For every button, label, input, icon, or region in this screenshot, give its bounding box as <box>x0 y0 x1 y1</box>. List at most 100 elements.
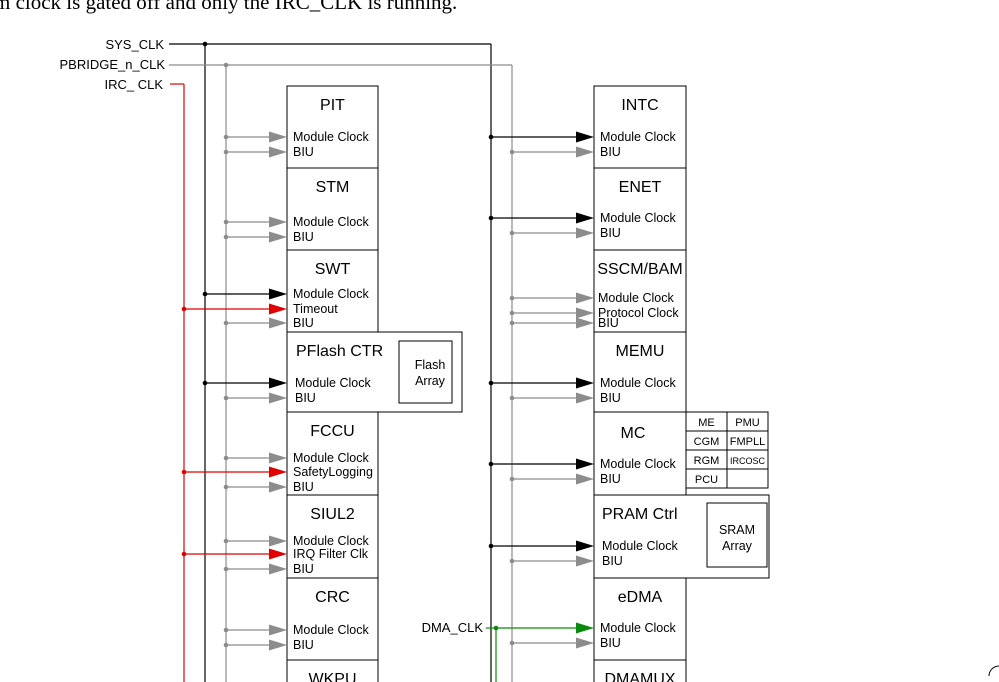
arrow-head <box>269 303 287 315</box>
sys-clk-label: SYS_CLK <box>105 37 164 52</box>
mc-grid-label: PMU <box>735 417 760 429</box>
arrow-head <box>576 555 594 567</box>
arrow-head <box>576 307 594 319</box>
module-title: MEMU <box>616 343 665 360</box>
module-fccu <box>286 411 379 496</box>
junction-dot <box>181 306 187 312</box>
pin-label: BIU <box>293 145 314 159</box>
pin-label: Module Clock <box>600 457 676 471</box>
module-memu <box>593 331 687 413</box>
dma-clk-label: DMA_CLK <box>422 620 484 635</box>
irc-clk-label: IRC_ CLK <box>104 77 163 92</box>
sram-array-label: SRAM <box>719 523 755 537</box>
junction-dot <box>181 469 187 475</box>
module-edma <box>593 577 687 661</box>
junction-dot <box>509 395 515 401</box>
junction-dot <box>223 395 229 401</box>
pin-label: BIU <box>293 480 314 494</box>
module-intc <box>593 85 687 169</box>
junction-dot <box>223 538 229 544</box>
pin-label: BIU <box>600 636 621 650</box>
arrow-head <box>576 227 594 239</box>
arrow-head <box>576 622 594 634</box>
module-dmamux <box>593 659 687 682</box>
pin-label: IRQ Filter Clk <box>293 547 369 561</box>
arrow-head <box>576 212 594 224</box>
pin-label: Module Clock <box>600 130 676 144</box>
junction-dot <box>509 476 515 482</box>
module-title: STM <box>316 179 350 196</box>
junction-dot <box>223 627 229 633</box>
mc-grid-label: CGM <box>694 436 720 448</box>
module-title: eDMA <box>618 589 663 606</box>
arrow-head <box>576 473 594 485</box>
junction-dot <box>509 558 515 564</box>
pin-label: BIU <box>295 391 316 405</box>
mc-grid-label: IRCOSC <box>730 456 766 466</box>
caption-text: m clock is gated off and only the IRC_CL… <box>0 0 458 14</box>
junction-dot <box>223 455 229 461</box>
arrow-head <box>576 637 594 649</box>
arrow-head <box>269 639 287 651</box>
flash-array-label: Array <box>415 374 446 388</box>
arrow-head <box>269 131 287 143</box>
mc-grid-label: RGM <box>694 455 720 467</box>
pin-label: BIU <box>602 554 623 568</box>
arrow-head <box>576 131 594 143</box>
flash-array-label: Flash <box>415 358 446 372</box>
pin-label: BIU <box>600 226 621 240</box>
arrow-head <box>269 377 287 389</box>
junction-dot <box>509 310 515 316</box>
pin-label: BIU <box>600 145 621 159</box>
junction-dot <box>223 234 229 240</box>
arrow-head <box>269 146 287 158</box>
junction-dot <box>223 62 229 68</box>
pin-label: Module Clock <box>598 291 674 305</box>
pin-label: BIU <box>293 230 314 244</box>
arrow-head <box>269 317 287 329</box>
pin-label: Module Clock <box>293 534 369 548</box>
arrow-head <box>269 288 287 300</box>
arrow-head <box>269 481 287 493</box>
arrow-head <box>576 292 594 304</box>
junction-dot <box>202 291 208 297</box>
junction-dot <box>223 219 229 225</box>
arrow-head <box>269 563 287 575</box>
pin-label: Module Clock <box>293 130 369 144</box>
pin-label: Module Clock <box>600 376 676 390</box>
module-wkpu <box>286 659 379 682</box>
junction-dot <box>223 642 229 648</box>
module-title: INTC <box>621 97 658 114</box>
junction-dot <box>202 41 208 47</box>
arrow-head <box>576 540 594 552</box>
sram-array-label: Array <box>722 539 753 553</box>
module-title: SSCM/BAM <box>597 261 682 278</box>
junction-dot <box>488 134 494 140</box>
pin-label: BIU <box>600 391 621 405</box>
pin-label: Module Clock <box>295 376 371 390</box>
pin-label: Timeout <box>293 302 338 316</box>
junction-dot <box>223 484 229 490</box>
sram-array-box <box>706 502 768 568</box>
pin-label: SafetyLogging <box>293 465 373 479</box>
junction-dot <box>202 380 208 386</box>
arrow-head <box>576 392 594 404</box>
arrow-head <box>576 317 594 329</box>
module-swt <box>286 249 379 333</box>
arrow-head <box>269 535 287 547</box>
junction-dot <box>509 640 515 646</box>
module-sscm-bam <box>593 249 687 333</box>
pin-label: Module Clock <box>293 215 369 229</box>
arrow-head <box>576 146 594 158</box>
junction-dot <box>509 295 515 301</box>
module-title: DMAMUX <box>604 671 675 682</box>
pin-label: BIU <box>293 638 314 652</box>
module-title: CRC <box>315 589 350 606</box>
module-title: SIUL2 <box>310 506 355 523</box>
pin-label: BIU <box>293 316 314 330</box>
module-title: ENET <box>619 179 662 196</box>
arrow-head <box>269 216 287 228</box>
junction-dot <box>509 230 515 236</box>
arrow-head <box>269 466 287 478</box>
